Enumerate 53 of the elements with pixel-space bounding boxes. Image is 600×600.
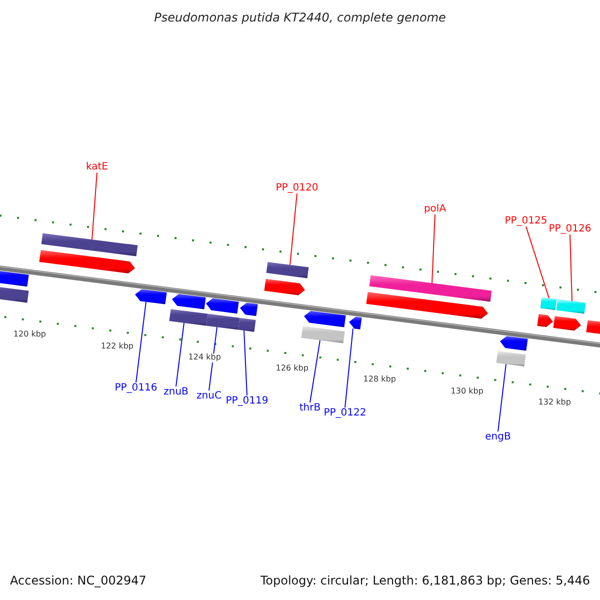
gene-feature <box>366 292 488 319</box>
gene-bar <box>301 326 345 344</box>
leader-line <box>290 193 298 266</box>
scale-label: 120 kbp <box>12 330 47 340</box>
gene-label: PP_0119 <box>226 396 268 406</box>
gene-feature <box>500 336 528 351</box>
gene-label: PP_0125 <box>504 216 548 226</box>
gene-label: katE <box>86 162 108 172</box>
accession-text: Accession: NC_002947 <box>10 574 146 588</box>
gene-feature <box>537 314 553 327</box>
gene-label: znuC <box>196 390 222 402</box>
scale-label: 130 kbp <box>450 387 484 396</box>
gene-feature <box>172 294 206 310</box>
gene-bar <box>0 284 29 303</box>
gene-label: thrB <box>299 402 321 414</box>
scale-label: 126 kbp <box>274 364 310 374</box>
leader-line <box>526 226 550 299</box>
gene-feature <box>264 278 305 296</box>
gene-bar <box>169 309 208 326</box>
scale-label: 128 kbp <box>362 376 397 385</box>
scale-label: 124 kbp <box>187 353 222 362</box>
gene-label: PP_0116 <box>114 382 158 394</box>
leader-line <box>92 172 98 240</box>
gene-label: polA <box>424 204 446 214</box>
leader-line <box>570 234 572 302</box>
leader-line <box>344 328 354 408</box>
gene-feature <box>135 289 167 304</box>
gene-bar <box>540 297 557 310</box>
gene-bar <box>238 318 256 332</box>
gene-bar <box>41 233 138 256</box>
gene-feature <box>349 316 362 330</box>
scale-label: 122 kbp <box>100 342 134 351</box>
genome-info-text: Topology: circular; Length: 6,181,863 bp; Genes: 5,446 <box>260 574 590 588</box>
map-title: Pseudomonas putida KT2440, complete genome <box>154 11 446 25</box>
leader-line <box>498 364 506 432</box>
leader-line <box>244 330 248 396</box>
gene-bar <box>266 262 309 278</box>
scale-label: 132 kbp <box>537 398 572 408</box>
gene-label: engB <box>485 432 511 442</box>
gene-feature <box>304 310 346 328</box>
leader-line <box>176 322 184 387</box>
gene-feature <box>240 302 258 316</box>
gene-bar <box>496 351 526 366</box>
leader-line <box>136 301 146 383</box>
gene-label: znuB <box>164 386 188 398</box>
gene-feature <box>0 269 29 287</box>
gene-label: PP_0122 <box>324 408 366 418</box>
leader-line <box>310 340 320 403</box>
gene-label: PP_0120 <box>276 182 318 194</box>
leader-line <box>432 214 436 284</box>
gene-label: PP_0126 <box>548 224 592 234</box>
gene-feature <box>39 250 135 274</box>
gene-bar <box>369 275 492 302</box>
